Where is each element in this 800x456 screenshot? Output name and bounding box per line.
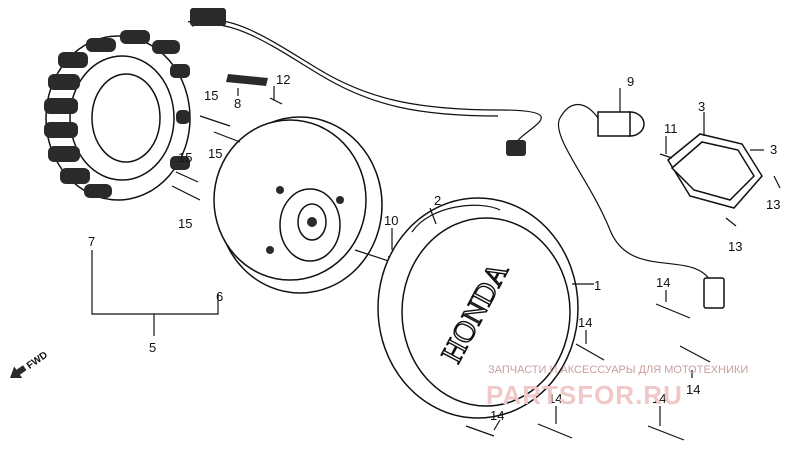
watermark-caption: ЗАПЧАСТИ И АКСЕССУАРЫ ДЛЯ МОТОТЕХНИКИ bbox=[488, 364, 748, 376]
callout-15-a: 15 bbox=[204, 88, 218, 103]
cover-gasket bbox=[411, 204, 501, 233]
fwd-label: FWD bbox=[25, 350, 50, 372]
callout-13-right: 13 bbox=[766, 197, 780, 212]
callout-10: 10 bbox=[384, 213, 398, 228]
callout-14-a: 14 bbox=[656, 275, 670, 290]
assembly-bracket bbox=[91, 250, 219, 315]
condenser bbox=[557, 103, 725, 309]
callout-15-b: 15 bbox=[208, 146, 222, 161]
harness-clamp bbox=[190, 8, 226, 26]
callout-14-c: 14 bbox=[686, 382, 700, 397]
wire-plate bbox=[226, 74, 268, 86]
watermark-site: PARTSFOR.RU bbox=[486, 380, 683, 410]
callout-3-right: 3 bbox=[770, 142, 777, 157]
callout-labels: 1 2 3 3 5 6 7 8 9 10 11 12 13 13 14 14 1… bbox=[88, 72, 780, 423]
callout-14-b: 14 bbox=[578, 315, 592, 330]
leader-lines bbox=[237, 86, 764, 431]
callout-15-d: 15 bbox=[178, 216, 192, 231]
callout-7: 7 bbox=[88, 234, 95, 249]
callout-13-lower: 13 bbox=[728, 239, 742, 254]
flywheel-rotor bbox=[213, 116, 383, 294]
callout-15-c: 15 bbox=[178, 150, 192, 165]
callout-2: 2 bbox=[434, 193, 441, 208]
stator bbox=[44, 30, 191, 201]
harness-connector bbox=[506, 140, 526, 156]
callout-8: 8 bbox=[234, 96, 241, 111]
callout-14-f: 14 bbox=[652, 391, 666, 406]
fwd-indicator: FWD bbox=[10, 350, 50, 378]
callout-11: 11 bbox=[664, 121, 678, 136]
callout-3-top: 3 bbox=[698, 99, 705, 114]
callout-12: 12 bbox=[276, 72, 290, 87]
fwd-arrow-icon bbox=[10, 365, 27, 378]
callout-6: 6 bbox=[216, 289, 223, 304]
callout-14-d: 14 bbox=[490, 408, 504, 423]
stator-harness bbox=[187, 18, 542, 146]
callout-1: 1 bbox=[594, 278, 601, 293]
stator-harness-2 bbox=[191, 23, 499, 117]
callout-5: 5 bbox=[149, 340, 156, 355]
left-crankcase-cover: HONDA bbox=[377, 197, 579, 419]
callout-14-e: 14 bbox=[548, 391, 562, 406]
watermark: ЗАПЧАСТИ И АКСЕССУАРЫ ДЛЯ МОТОТЕХНИКИ PA… bbox=[486, 364, 748, 410]
callout-9: 9 bbox=[627, 74, 634, 89]
bolts bbox=[171, 97, 781, 441]
pulse-generator bbox=[667, 133, 763, 209]
